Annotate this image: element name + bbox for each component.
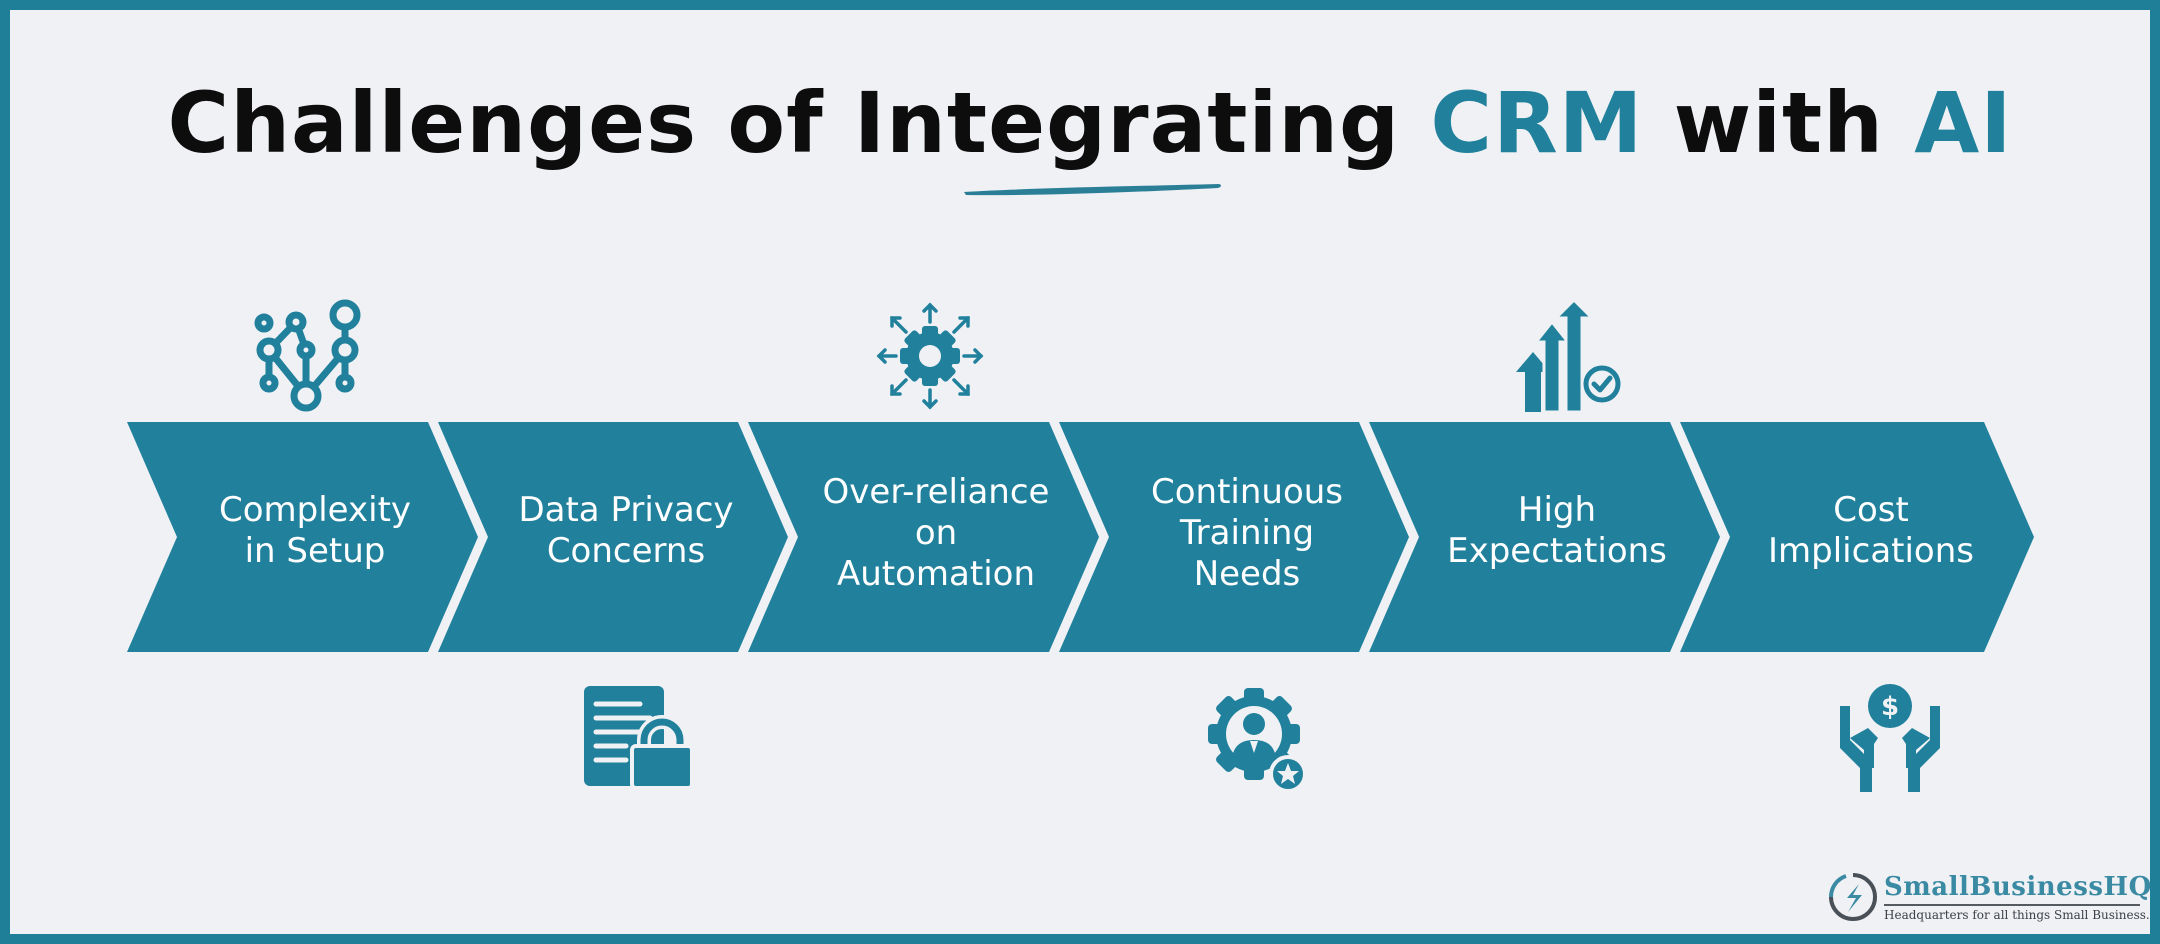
network-nodes-icon [254,299,361,412]
step-label-data-privacy: Data Privacy Concerns [518,490,734,571]
locked-document-icon [584,686,694,790]
step-label-high-expectations: High Expectations [1447,490,1667,571]
step-label-cost-implications: Cost Implications [1768,490,1974,571]
title-part-1: Challenges of Integrating [167,74,1431,172]
chevron-step-5 [1369,422,1720,652]
step-label-continuous-training: Continuous Training Needs [1150,472,1344,594]
logo-wordmark: SmallBusinessHQ [1884,872,2152,902]
step-label-complexity: Complexity in Setup [218,490,412,571]
chevron-step-2 [438,422,788,652]
hands-dollar-icon: $ [1840,684,1940,792]
page-title: Challenges of Integrating CRM with AI [10,68,2160,178]
process-chevron-row [127,422,2034,652]
title-accent-ai: AI [1914,74,2013,172]
chevron-step-4 [1059,422,1409,652]
chevron-step-6 [1680,422,2034,652]
title-accent-crm: CRM [1430,74,1644,172]
chevron-step-1 [127,422,478,652]
step-label-over-reliance: Over-reliance on Automation [822,472,1050,594]
person-gear-star-icon [1208,688,1307,793]
logo-tagline: Headquarters for all things Small Busine… [1884,908,2150,922]
svg-text:$: $ [1881,692,1899,722]
title-underline [964,184,1221,196]
chevron-step-3 [748,422,1099,652]
gear-arrows-icon [876,302,984,410]
logo-divider [1884,904,2140,906]
smallbusinesshq-logo-icon [1828,873,1877,921]
title-part-2: with [1643,74,1915,172]
rising-arrows-check-icon [1516,300,1621,412]
